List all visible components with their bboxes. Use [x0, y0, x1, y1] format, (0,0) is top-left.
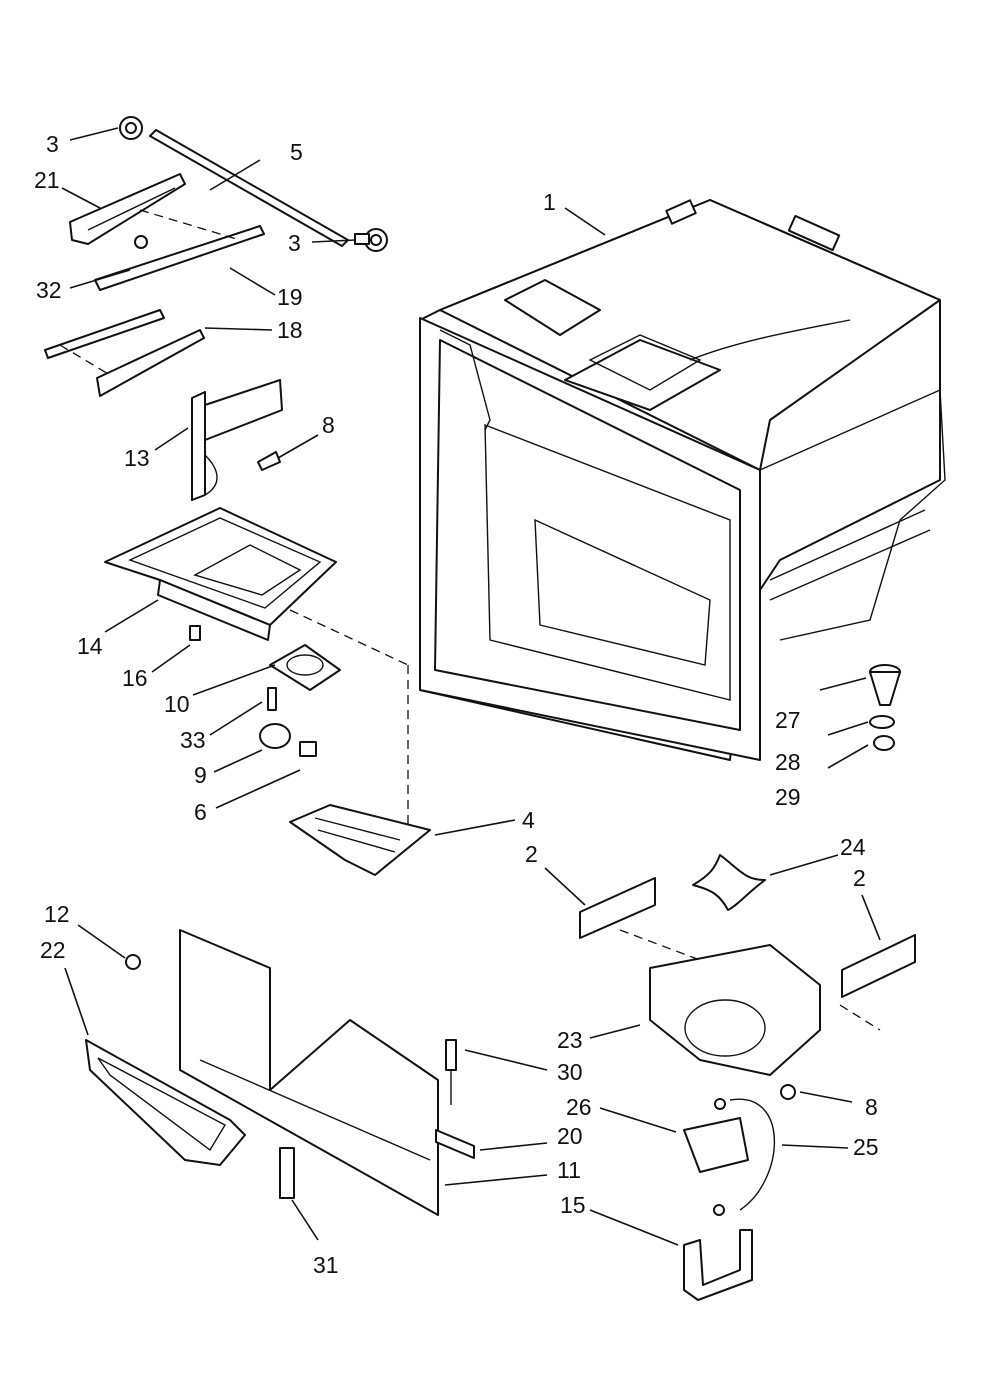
part-21-slide-bracket	[69, 173, 186, 245]
callout-20: 20	[557, 1123, 583, 1149]
callout-3-upper: 3	[46, 131, 59, 157]
callout-8-lower: 8	[865, 1094, 878, 1120]
part-8-screw-lower	[780, 1084, 796, 1100]
part-9-bulb	[259, 723, 291, 749]
part-28-o-ring	[869, 715, 895, 729]
callout-30: 30	[557, 1059, 583, 1085]
callout-6: 6	[194, 799, 207, 825]
callout-9: 9	[194, 762, 207, 788]
callout-21: 21	[34, 167, 60, 193]
callout-16: 16	[122, 665, 148, 691]
callout-31: 31	[313, 1252, 339, 1278]
part-16-clip	[189, 625, 201, 641]
part-32-screw	[134, 235, 148, 249]
callout-24: 24	[840, 834, 866, 860]
callout-2-left: 2	[525, 841, 538, 867]
part-26-fan-motor	[683, 1098, 749, 1173]
part-3-gear-left	[119, 116, 143, 140]
callout-19: 19	[277, 284, 303, 310]
callout-5: 5	[290, 139, 303, 165]
callout-25: 25	[853, 1134, 879, 1160]
part-3-gear-right	[354, 228, 388, 252]
callout-14: 14	[77, 633, 103, 659]
part-4-lens-cover	[289, 609, 431, 876]
part-1-freezer-liner	[419, 199, 946, 761]
callout-13: 13	[124, 445, 150, 471]
callout-29: 29	[775, 784, 801, 810]
callout-11: 11	[557, 1157, 581, 1183]
callout-1: 1	[543, 189, 556, 215]
callout-32: 32	[36, 277, 62, 303]
part-19-rail	[94, 209, 265, 291]
callout-numbers: 1 2 2 3 3 4 5 6 8 8 9 10 11 12 13 14 15 …	[34, 131, 879, 1278]
part-12-screw	[125, 954, 141, 970]
callout-12: 12	[44, 901, 70, 927]
callout-10: 10	[164, 691, 190, 717]
part-23-fan-shroud	[619, 929, 881, 1076]
part-20-strip	[435, 1129, 475, 1159]
part-31-spacer	[279, 1147, 295, 1199]
callout-27: 27	[775, 707, 801, 733]
part-11-panel	[179, 929, 439, 1216]
part-25-wire-harness	[729, 1098, 776, 1211]
part-6-connector	[299, 741, 317, 757]
part-27-drain-cup	[869, 664, 901, 706]
part-29-plug	[873, 735, 895, 751]
leader-lines	[61, 127, 881, 1246]
part-33-screw	[267, 687, 277, 711]
callout-23: 23	[557, 1027, 583, 1053]
part-2-insulation-right	[841, 934, 916, 998]
callout-22: 22	[40, 937, 66, 963]
callout-33: 33	[180, 727, 206, 753]
callout-3-lower: 3	[288, 230, 301, 256]
callout-28: 28	[775, 749, 801, 775]
part-30-sensor	[445, 1039, 457, 1105]
part-8-screw-upper	[257, 451, 281, 471]
part-14-housing	[104, 507, 337, 641]
part-24-fan-blade	[692, 854, 766, 911]
part-15-motor-bracket	[683, 1204, 753, 1301]
callout-18: 18	[277, 317, 303, 343]
callout-15: 15	[560, 1192, 586, 1218]
part-2-insulation-left	[579, 877, 656, 939]
part-10-lamp-socket	[269, 644, 341, 691]
part-18-rail	[44, 309, 205, 397]
callout-2-right: 2	[853, 865, 866, 891]
callout-4: 4	[522, 807, 535, 833]
callout-8-upper: 8	[322, 412, 335, 438]
callout-26: 26	[566, 1094, 592, 1120]
part-13-bracket	[191, 379, 283, 501]
part-22-grille	[85, 1039, 246, 1166]
